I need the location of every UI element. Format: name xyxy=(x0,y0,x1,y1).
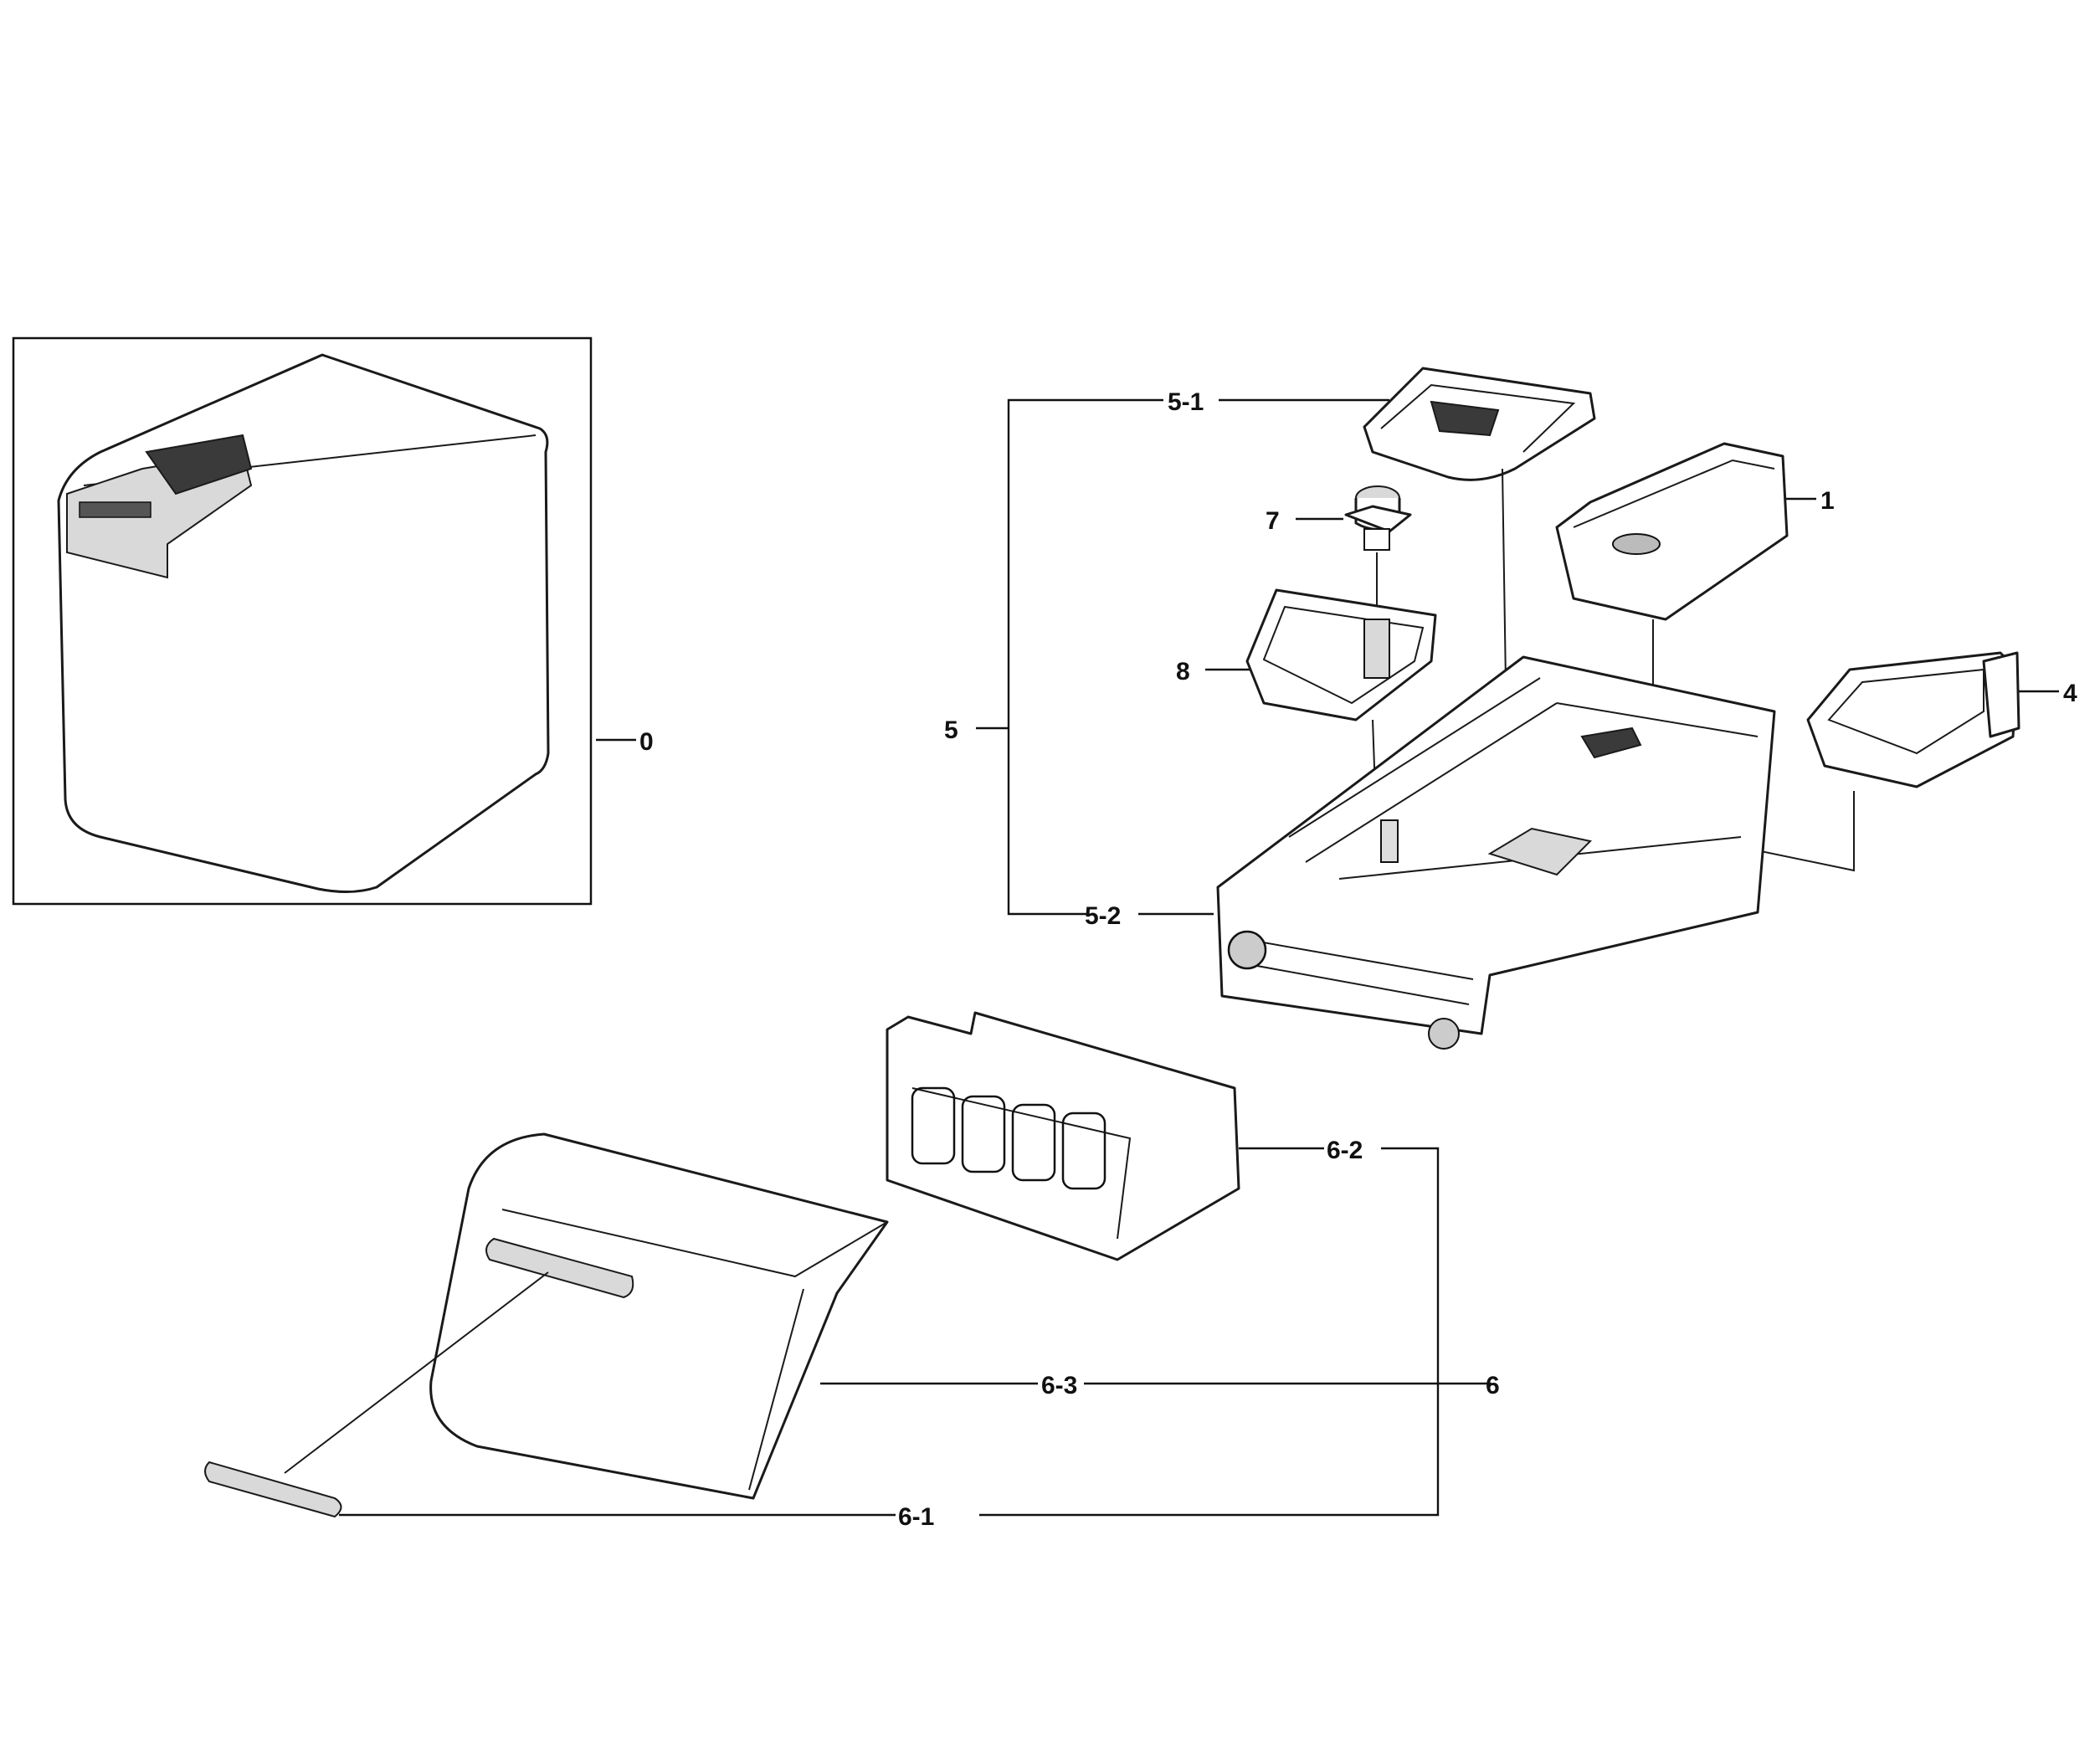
callout-6-2: 6-2 xyxy=(1327,1137,1363,1164)
callout-6-3: 6-3 xyxy=(1041,1372,1077,1399)
callout-6: 6 xyxy=(1486,1372,1500,1399)
callout-8: 8 xyxy=(1176,658,1190,685)
callout-5: 5 xyxy=(944,716,958,744)
callout-4: 4 xyxy=(2063,680,2077,707)
part-6-2-panel xyxy=(886,1011,1240,1261)
part-6-3-drawer-front xyxy=(429,1132,889,1500)
bracket-6 xyxy=(979,1147,1492,1517)
part-5-1-tray xyxy=(1363,367,1596,737)
part-8-cup xyxy=(1245,588,1437,838)
part-1-softener-cup xyxy=(1555,442,1789,770)
callout-0: 0 xyxy=(639,728,654,756)
callout-6-1: 6-1 xyxy=(898,1503,934,1531)
part-7-cap xyxy=(1344,485,1412,611)
part-6-1-badge xyxy=(204,1271,549,1518)
callout-7: 7 xyxy=(1266,507,1280,535)
part-4-detergent-cup xyxy=(1489,651,2020,872)
callout-5-2: 5-2 xyxy=(1085,902,1121,930)
part-5-2-housing xyxy=(1216,655,1776,1050)
callout-5-1: 5-1 xyxy=(1168,388,1204,416)
assembly-inset xyxy=(12,336,593,906)
bracket-5 xyxy=(976,398,1163,916)
callout-1: 1 xyxy=(1820,487,1835,515)
